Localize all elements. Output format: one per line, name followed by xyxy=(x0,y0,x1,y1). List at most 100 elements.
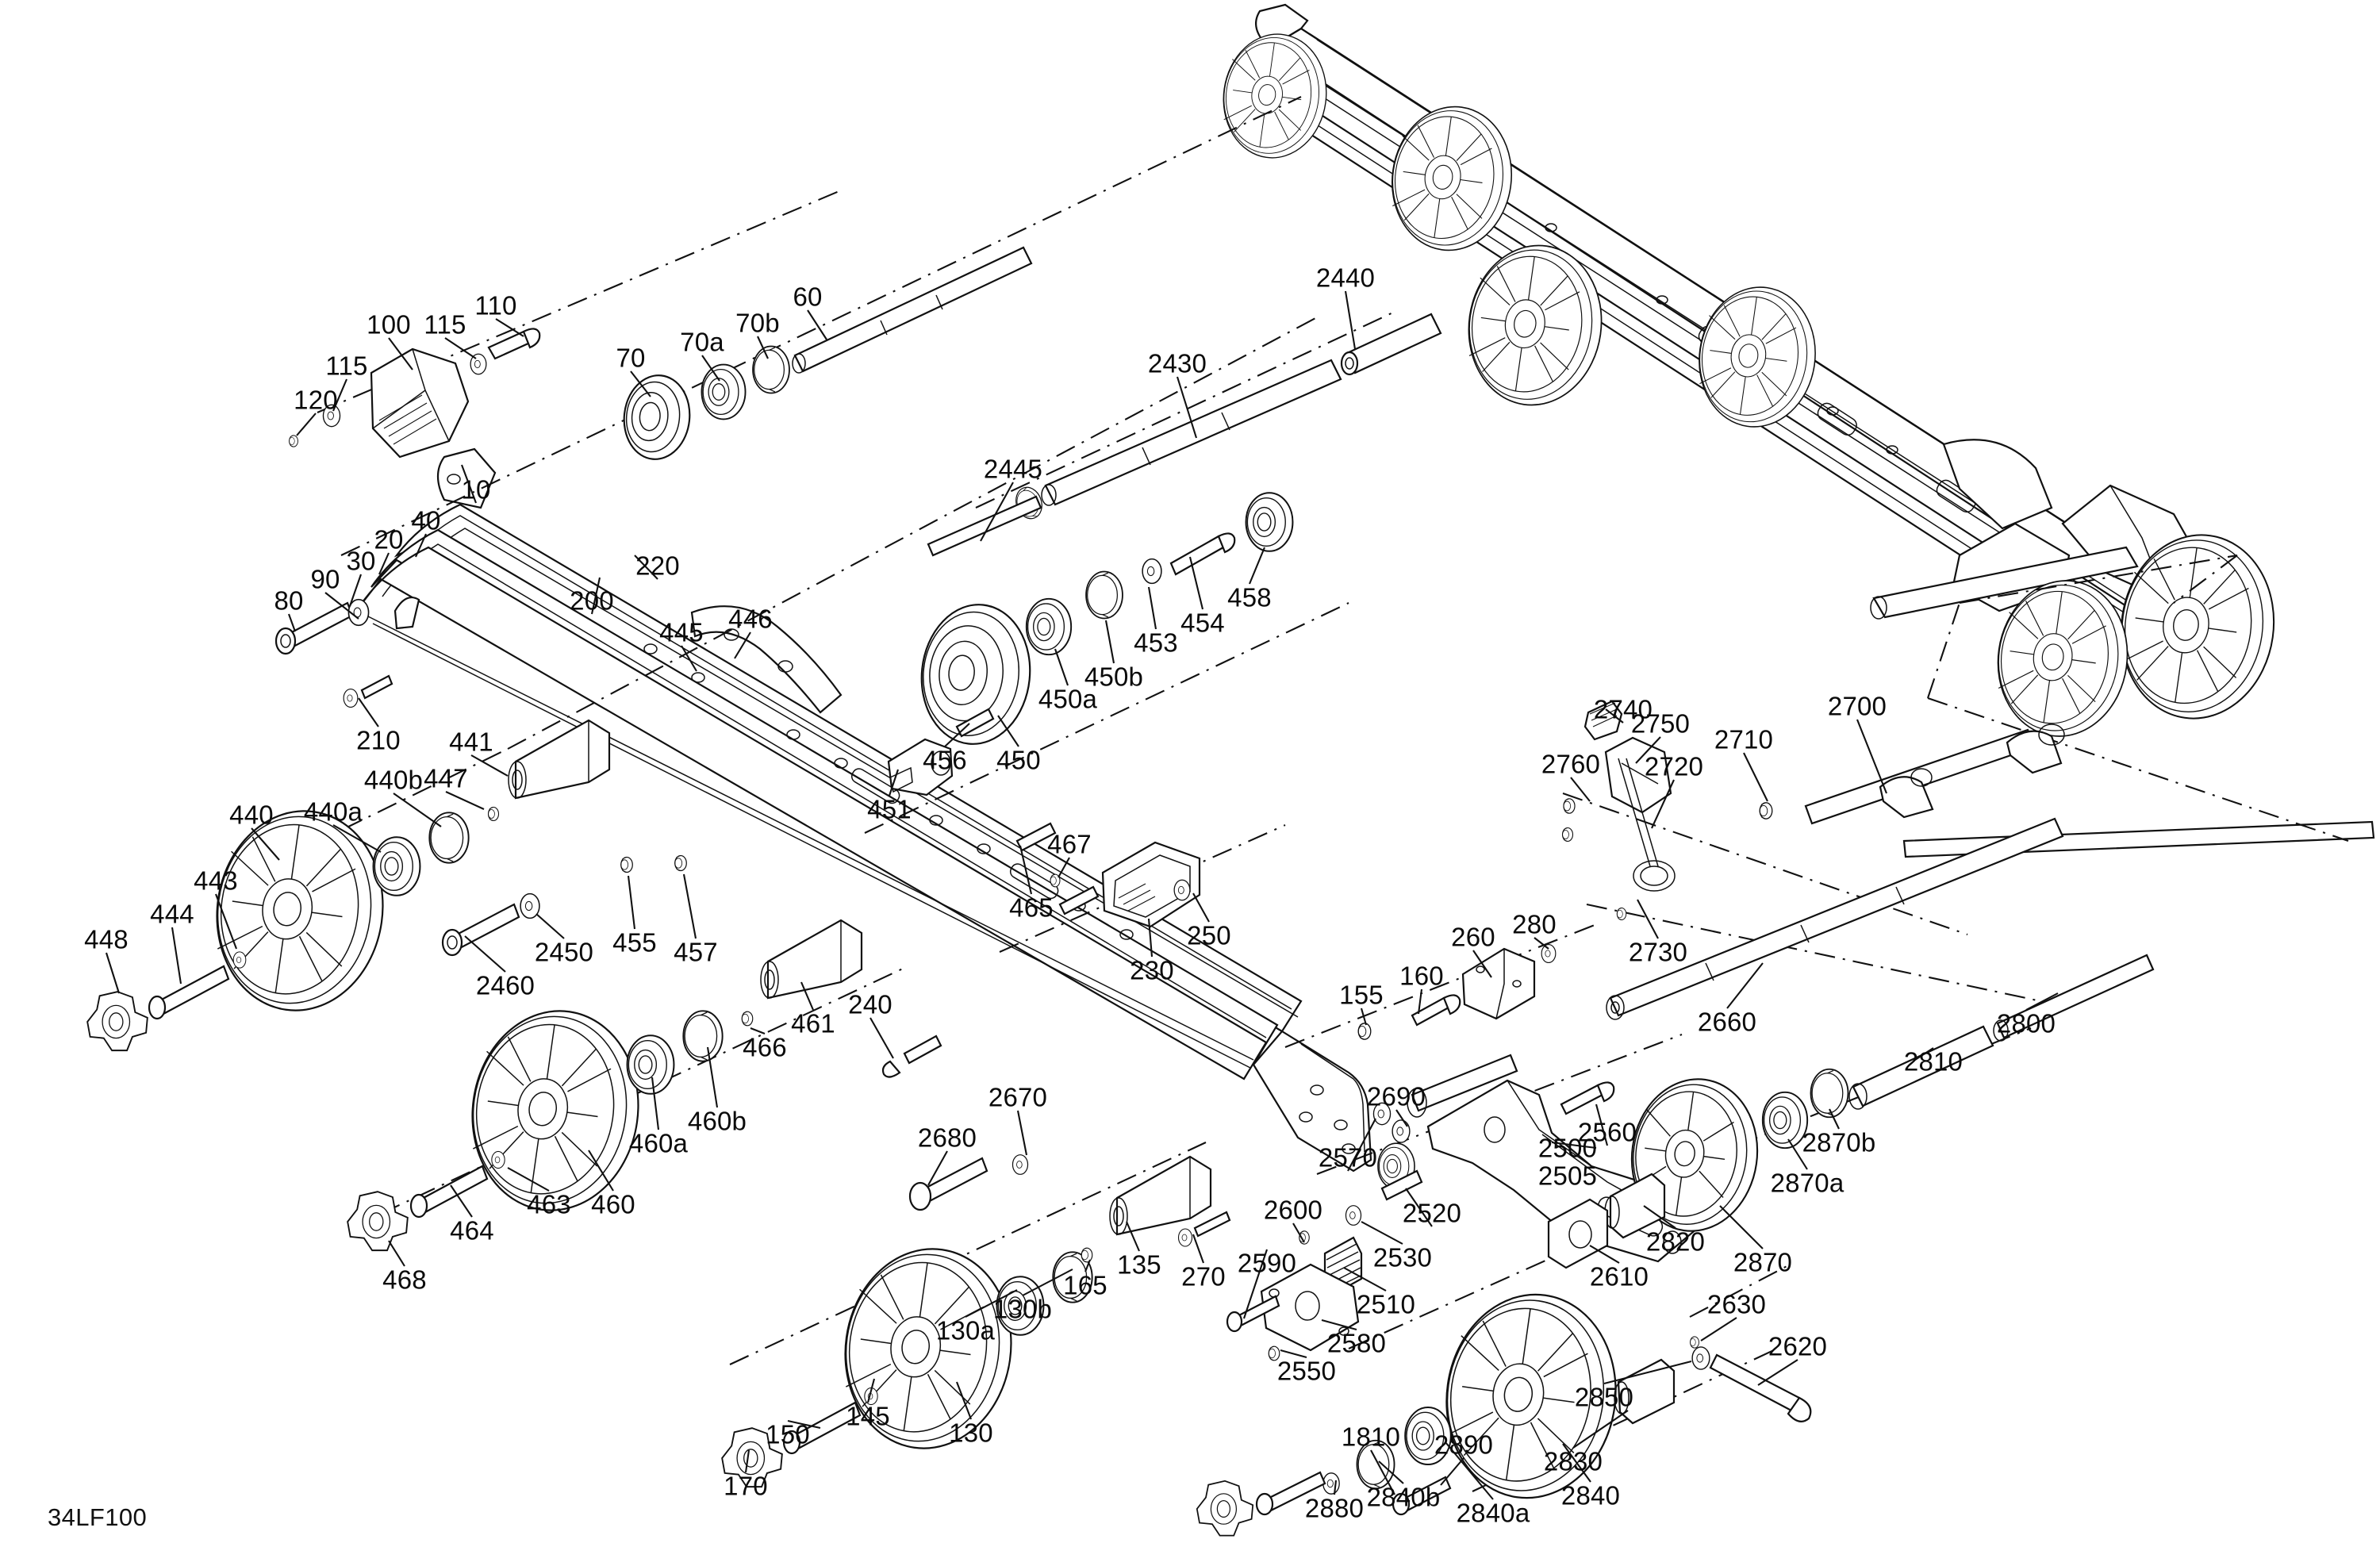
part-callout-2680[interactable]: 2680 xyxy=(917,1123,977,1153)
part-callout-440[interactable]: 440 xyxy=(229,800,274,830)
part-callout-460a[interactable]: 460a xyxy=(628,1128,689,1158)
part-callout-2570[interactable]: 2570 xyxy=(1318,1142,1378,1173)
part-callout-2760[interactable]: 2760 xyxy=(1541,749,1601,779)
part-callout-200[interactable]: 200 xyxy=(570,585,614,616)
part-callout-2870b[interactable]: 2870b xyxy=(1802,1127,1876,1157)
part-callout-2830[interactable]: 2830 xyxy=(1543,1446,1603,1476)
part-callout-2720[interactable]: 2720 xyxy=(1644,751,1704,781)
part-callout-440b[interactable]: 440b xyxy=(363,765,424,795)
part-callout-100[interactable]: 100 xyxy=(367,309,411,340)
part-callout-2445[interactable]: 2445 xyxy=(983,454,1043,484)
part-callout-463[interactable]: 463 xyxy=(527,1189,571,1219)
part-callout-150[interactable]: 150 xyxy=(766,1419,810,1449)
part-callout-115[interactable]: 115 xyxy=(325,351,368,381)
part-callout-130[interactable]: 130 xyxy=(949,1418,993,1448)
part-callout-230[interactable]: 230 xyxy=(1130,955,1174,985)
part-callout-461[interactable]: 461 xyxy=(791,1008,835,1038)
part-callout-2840a[interactable]: 2840a xyxy=(1456,1498,1530,1528)
part-callout-2430[interactable]: 2430 xyxy=(1147,348,1207,378)
part-callout-2450[interactable]: 2450 xyxy=(534,937,594,967)
part-callout-220[interactable]: 220 xyxy=(635,551,680,581)
part-callout-448[interactable]: 448 xyxy=(84,924,129,954)
part-callout-240[interactable]: 240 xyxy=(848,989,892,1019)
part-callout-20[interactable]: 20 xyxy=(374,524,404,555)
part-callout-2630[interactable]: 2630 xyxy=(1706,1289,1767,1319)
part-callout-2580[interactable]: 2580 xyxy=(1326,1328,1387,1358)
part-callout-2610[interactable]: 2610 xyxy=(1589,1261,1649,1292)
part-callout-110[interactable]: 110 xyxy=(474,290,517,320)
part-callout-447[interactable]: 447 xyxy=(424,763,468,793)
part-callout-2750[interactable]: 2750 xyxy=(1630,708,1691,739)
part-callout-135[interactable]: 135 xyxy=(1117,1249,1161,1280)
part-callout-10[interactable]: 10 xyxy=(461,474,491,505)
part-callout-464[interactable]: 464 xyxy=(450,1215,494,1246)
part-callout-2505[interactable]: 2505 xyxy=(1537,1161,1598,1191)
part-callout-250[interactable]: 250 xyxy=(1187,920,1231,950)
part-callout-2510[interactable]: 2510 xyxy=(1356,1289,1416,1319)
part-callout-2530[interactable]: 2530 xyxy=(1372,1242,1433,1272)
part-callout-2710[interactable]: 2710 xyxy=(1714,724,1774,754)
part-callout-2690[interactable]: 2690 xyxy=(1366,1081,1426,1111)
part-callout-440a[interactable]: 440a xyxy=(303,796,363,827)
part-callout-2590[interactable]: 2590 xyxy=(1237,1248,1297,1278)
part-callout-115[interactable]: 115 xyxy=(424,309,466,340)
part-callout-210[interactable]: 210 xyxy=(356,725,401,755)
part-callout-2550[interactable]: 2550 xyxy=(1276,1356,1337,1386)
part-callout-465[interactable]: 465 xyxy=(1009,892,1054,923)
part-callout-445[interactable]: 445 xyxy=(659,617,704,647)
part-callout-165[interactable]: 165 xyxy=(1063,1270,1107,1300)
part-callout-444[interactable]: 444 xyxy=(150,899,194,929)
part-callout-460[interactable]: 460 xyxy=(591,1189,635,1219)
part-callout-30[interactable]: 30 xyxy=(346,546,376,576)
part-callout-2730[interactable]: 2730 xyxy=(1628,937,1688,967)
part-callout-2890[interactable]: 2890 xyxy=(1434,1430,1494,1460)
part-callout-454[interactable]: 454 xyxy=(1180,608,1225,638)
part-callout-2560[interactable]: 2560 xyxy=(1577,1117,1637,1147)
part-callout-466[interactable]: 466 xyxy=(743,1032,787,1062)
part-callout-145[interactable]: 145 xyxy=(846,1401,890,1431)
part-callout-2870a[interactable]: 2870a xyxy=(1770,1168,1844,1198)
part-callout-460b[interactable]: 460b xyxy=(687,1106,747,1136)
part-callout-450a[interactable]: 450a xyxy=(1038,684,1098,714)
part-callout-60[interactable]: 60 xyxy=(793,282,823,312)
part-callout-441[interactable]: 441 xyxy=(449,727,493,757)
part-callout-2440[interactable]: 2440 xyxy=(1315,263,1376,293)
part-callout-90[interactable]: 90 xyxy=(310,564,340,594)
part-callout-2500[interactable]: 2500 xyxy=(1537,1133,1598,1163)
part-callout-2880[interactable]: 2880 xyxy=(1304,1493,1365,1523)
part-callout-457[interactable]: 457 xyxy=(674,937,718,967)
part-callout-2840[interactable]: 2840 xyxy=(1560,1480,1621,1510)
part-callout-2800[interactable]: 2800 xyxy=(1996,1008,2056,1038)
part-callout-120[interactable]: 120 xyxy=(294,385,338,415)
part-callout-70b[interactable]: 70b xyxy=(735,308,780,338)
part-callout-2460[interactable]: 2460 xyxy=(475,970,536,1000)
part-callout-2620[interactable]: 2620 xyxy=(1768,1331,1828,1361)
part-callout-70[interactable]: 70 xyxy=(616,343,646,373)
part-callout-451[interactable]: 451 xyxy=(867,794,912,824)
part-callout-2810[interactable]: 2810 xyxy=(1903,1046,1964,1077)
part-callout-468[interactable]: 468 xyxy=(382,1265,427,1295)
part-callout-467[interactable]: 467 xyxy=(1047,829,1092,859)
part-callout-2700[interactable]: 2700 xyxy=(1827,691,1887,721)
part-callout-2520[interactable]: 2520 xyxy=(1402,1198,1462,1228)
part-callout-1810[interactable]: 1810 xyxy=(1341,1422,1401,1452)
part-callout-2600[interactable]: 2600 xyxy=(1263,1195,1323,1225)
part-callout-130b[interactable]: 130b xyxy=(992,1294,1053,1324)
part-callout-443[interactable]: 443 xyxy=(194,866,238,896)
part-callout-2820[interactable]: 2820 xyxy=(1645,1226,1706,1257)
part-callout-2670[interactable]: 2670 xyxy=(988,1082,1048,1112)
part-callout-80[interactable]: 80 xyxy=(274,585,304,616)
part-callout-2740[interactable]: 2740 xyxy=(1593,694,1653,724)
part-callout-458[interactable]: 458 xyxy=(1227,582,1272,612)
part-callout-280[interactable]: 280 xyxy=(1512,909,1557,939)
part-callout-450[interactable]: 450 xyxy=(996,745,1041,775)
part-callout-455[interactable]: 455 xyxy=(612,927,657,958)
part-callout-446[interactable]: 446 xyxy=(728,604,773,634)
part-callout-456[interactable]: 456 xyxy=(923,745,967,775)
part-callout-170[interactable]: 170 xyxy=(724,1471,768,1501)
part-callout-160[interactable]: 160 xyxy=(1399,961,1444,991)
part-callout-155[interactable]: 155 xyxy=(1339,980,1384,1010)
part-callout-260[interactable]: 260 xyxy=(1451,922,1495,952)
part-callout-450b[interactable]: 450b xyxy=(1084,662,1144,692)
part-callout-70a[interactable]: 70a xyxy=(680,327,724,357)
